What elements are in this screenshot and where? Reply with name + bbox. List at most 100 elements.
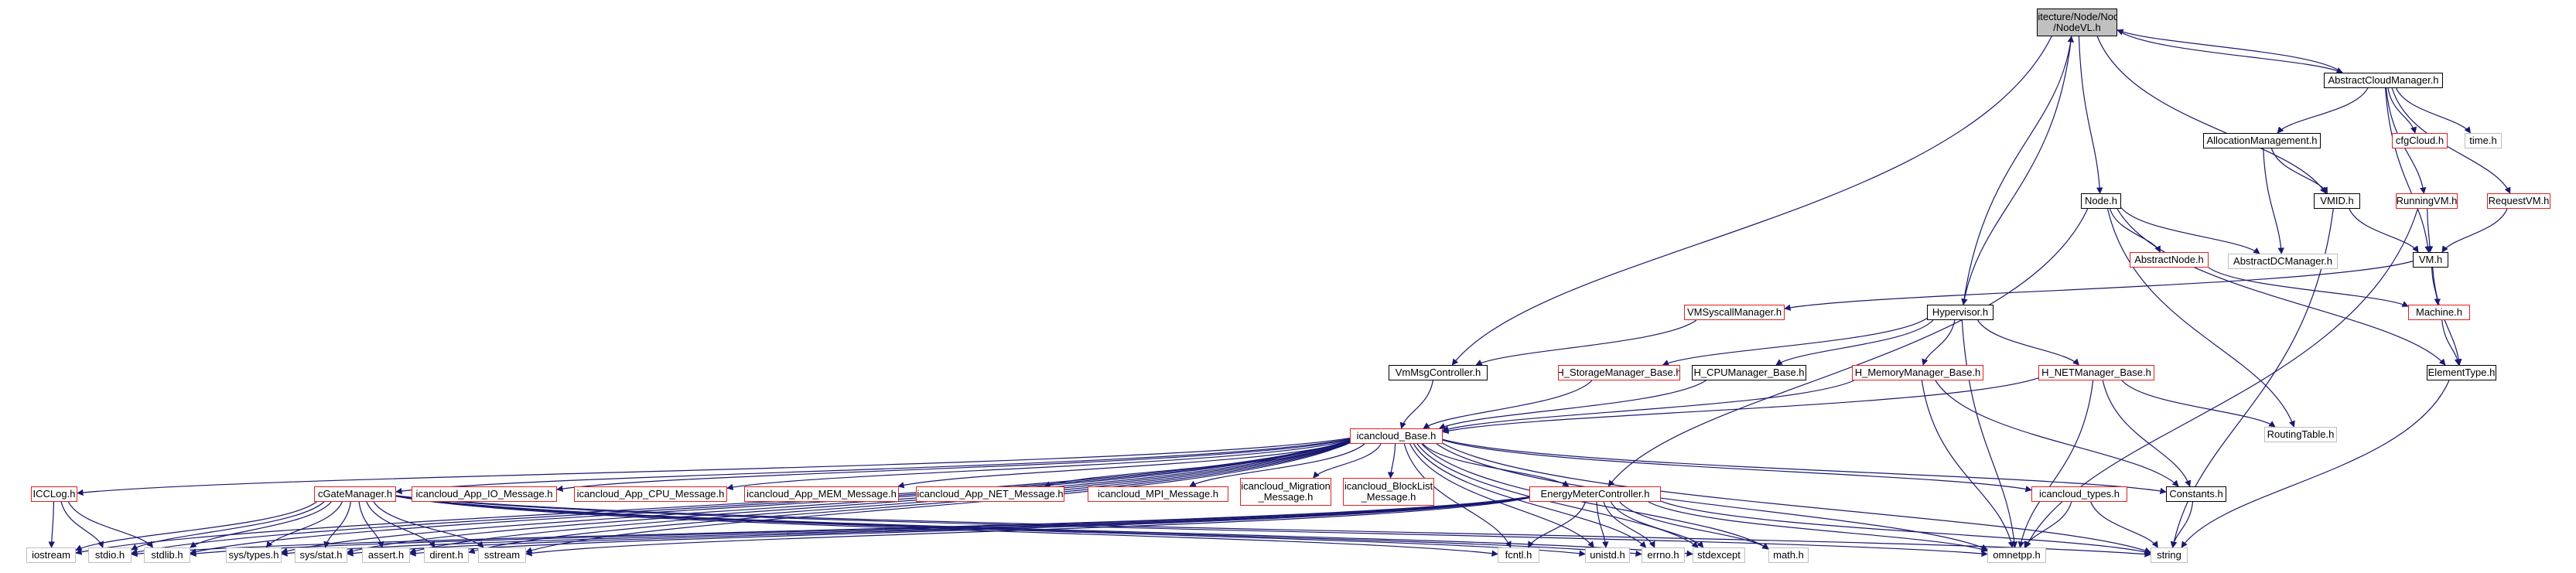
node-constants[interactable]: Constants.h [2166,486,2226,502]
edge-hypervisor-to-root [1963,36,2074,305]
edge-energy-to-mathh [1619,501,1769,550]
edge-acm-to-vm [2385,87,2431,253]
edge-energy-to-asserth [409,496,1530,557]
edge-acm-to-root [2116,29,2343,73]
edge-icbase-to-asserth [409,441,1351,554]
edge-acm-to-cfgcloud [2387,87,2417,134]
edge-hcpu-to-icbase [1438,380,1707,429]
node-vmmsgcontroller[interactable]: VmMsgController.h [1389,365,1488,380]
edge-requestvm-to-vm [2441,208,2508,253]
edge-vmid-to-vm [2349,208,2419,253]
edge-icbase-to-unistd [1409,443,1594,548]
edge-icclog-to-stdlib [67,501,154,548]
node-hypervisor[interactable]: Hypervisor.h [1927,305,1993,320]
node-time: time.h [2465,133,2502,148]
node-stdlib: stdlib.h [144,547,190,563]
edge-energy-to-errnoh [1603,501,1655,548]
edge-hmemory-to-constants [1935,380,2179,487]
node-stdio: stdio.h [88,547,132,563]
node-routingtable: RoutingTable.h [2264,427,2337,442]
node-icancloud-types[interactable]: icancloud_types.h [2031,486,2127,502]
edge-vmsyscall-to-vmmsg [1475,319,1697,366]
node-app-io-message[interactable]: icancloud_App_IO_Message.h [412,486,557,502]
node-mpi-message[interactable]: icancloud_MPI_Message.h [1088,486,1228,502]
node-fcntl: fcntl.h [1498,547,1539,563]
edge-energy-to-stdlib [190,496,1530,558]
edge-hnet-to-constants [2102,380,2192,487]
node-abstractcloudmanager[interactable]: AbstractCloudManager.h [2324,73,2443,88]
node-node[interactable]: Node.h [2081,193,2121,209]
node-h-cpumanager-base[interactable]: H_CPUManager_Base.h [1692,365,1806,380]
node-app-cpu-message[interactable]: icancloud_App_CPU_Message.h [574,486,727,502]
edge-elementtype-to-string [2181,380,2450,548]
edge-icbase-to-mpi [1189,443,1365,487]
edge-vmmsg-to-icbase [1399,380,1434,429]
edge-root-to-hypervisor [1961,36,2072,305]
edge-energy-to-stdexcept [1610,501,1704,548]
edge-hypervisor-to-omnetpp [1961,319,2018,548]
node-app-net-message[interactable]: icancloud_App_NET_Message.h [916,486,1064,502]
edge-icclog-to-stdio [60,501,104,548]
edge-icbase-to-constants [1442,438,2167,495]
node-cfgcloud[interactable]: cfgCloud.h [2392,133,2448,148]
edge-cgate-to-systypes [266,501,343,548]
node-math: math.h [1768,547,1809,563]
edge-icbase-to-fcntl [1403,443,1512,548]
node-icancloud-base[interactable]: icancloud_Base.h [1350,428,1443,444]
edge-cgate-to-asserth [358,501,384,548]
edge-icbase-to-systypes [281,440,1351,554]
edge-energy-to-sysstat [347,496,1530,557]
edge-hypervisor-to-hstorage [1662,318,1928,367]
edge-icbase-to-stdio [131,439,1351,555]
node-blocklist-message[interactable]: icancloud_BlockList _Message.h [1343,478,1434,506]
node-elementtype[interactable]: ElementType.h [2427,365,2496,380]
edge-hnet-to-icbase [1442,377,2039,435]
node-h-netmanager-base[interactable]: H_NETManager_Base.h [2038,365,2154,380]
node-allocationmanagement[interactable]: AllocationManagement.h [2203,133,2321,148]
node-vm[interactable]: VM.h [2413,252,2448,268]
node-icclog[interactable]: ICCLog.h [31,486,77,502]
node-migration-message[interactable]: icancloud_Migration _Message.h [1240,478,1331,506]
node-assert: assert.h [362,547,410,563]
edge-energy-to-omnetpp [1648,501,1988,553]
node-string: string [2151,547,2188,563]
edge-icbase-to-stdexcept [1416,443,1699,548]
edge-hmemory-to-omnetpp [1921,380,2014,548]
edge-hypervisor-to-hcpu [1775,319,1934,366]
edge-hstorage-to-icbase [1423,380,1593,429]
edge-cgate-to-errnoh [395,495,1642,558]
edge-icbase-to-cgate [395,438,1351,495]
node-vmid[interactable]: VMID.h [2314,193,2360,209]
node-abstractdcmanager: AbstractDCManager.h [2228,254,2338,269]
node-machine[interactable]: Machine.h [2408,305,2470,320]
node-root-nodevl[interactable]: Architecture/Node/NodeVL /NodeVL.h [2037,9,2117,36]
node-dirent: dirent.h [424,547,469,563]
edge-icbase-to-errnoh [1413,443,1647,548]
edge-cgate-to-sstream [373,501,484,548]
edge-icbase-to-string [1442,442,2151,554]
node-sys-stat: sys/stat.h [295,547,347,563]
edge-root-to-node [2078,36,2103,194]
edge-hmemory-to-icbase [1442,380,1855,432]
edge-hnet-to-omnetpp [2017,380,2094,548]
edge-runningvm-to-vm [2426,208,2434,253]
edge-allocm-to-vmid [2270,148,2328,194]
node-energymetercontroller[interactable]: EnergyMeterController.h [1529,486,1661,502]
edge-energy-to-fcntl [1528,501,1587,548]
edge-cgate-to-stdio [131,501,325,551]
node-app-mem-message[interactable]: icancloud_App_MEM_Message.h [744,486,899,502]
edge-vm-to-elementtype [2432,267,2462,366]
node-h-storagemanager-base[interactable]: H_StorageManager_Base.h [1558,365,1680,380]
edge-cgate-to-sysstat [323,501,352,548]
edge-icbase-to-sysstat [347,441,1351,554]
node-cgatemanager[interactable]: cGateManager.h [314,486,396,502]
edge-root-to-acm [2116,29,2343,73]
node-abstractnode[interactable]: AbstractNode.h [2130,252,2209,268]
node-vmsyscallmanager[interactable]: VMSyscallManager.h [1684,305,1785,320]
node-runningvm[interactable]: RunningVM.h [2396,193,2458,209]
node-h-memorymanager-base[interactable]: H_MemoryManager_Base.h [1852,365,1983,380]
edge-energy-to-systypes [281,496,1530,557]
edge-allocm-to-adcm [2263,148,2284,254]
node-requestvm[interactable]: RequestVM.h [2487,193,2550,209]
